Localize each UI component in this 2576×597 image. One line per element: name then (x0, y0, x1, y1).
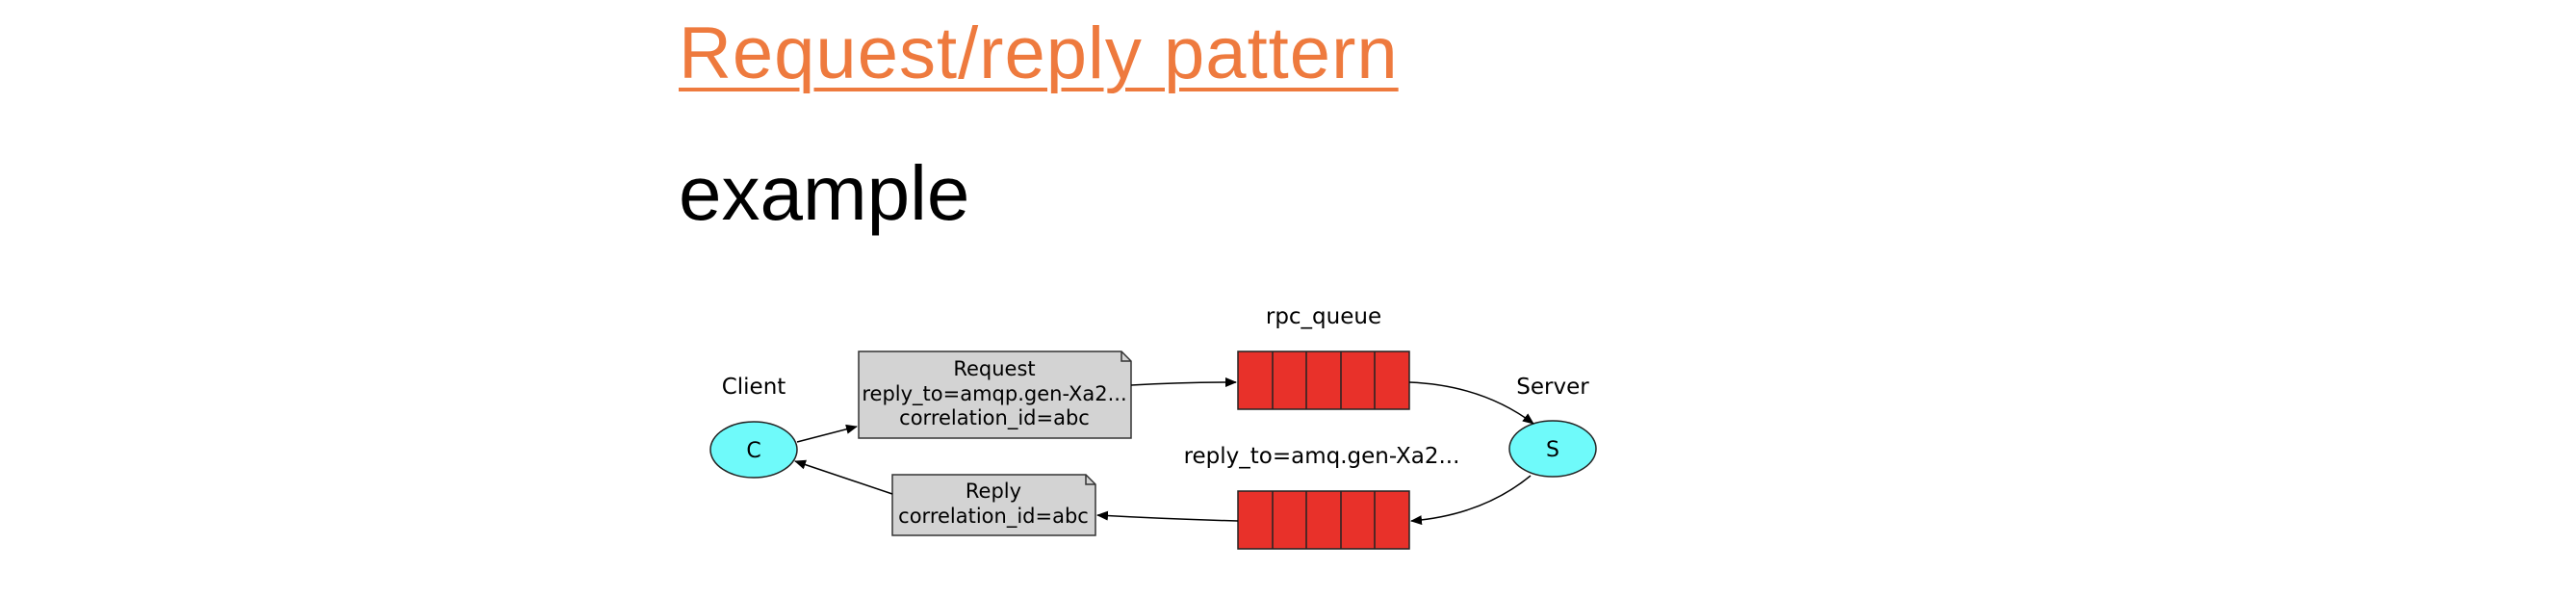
server-label: Server (1516, 375, 1589, 400)
request-message-box (858, 350, 1132, 439)
request-message-correlation: correlation_id=abc (899, 406, 1090, 430)
arrow-client-to-request (796, 424, 858, 443)
request-message-title: Request (953, 357, 1035, 380)
arrow-server-to-reply-queue (1410, 475, 1532, 526)
client-node (709, 421, 798, 479)
arrow-reply-queue-to-reply (1096, 510, 1239, 522)
reply-message-correlation: correlation_id=abc (898, 505, 1089, 529)
client-label: Client (722, 375, 786, 400)
reply-queue-label: reply_to=amq.gen-Xa2... (1184, 444, 1460, 469)
slide-subtitle: example (679, 150, 970, 236)
reply-message-box (891, 474, 1096, 536)
request-queue-label: rpc_queue (1266, 304, 1381, 329)
slide-title: Request/reply pattern (679, 13, 1399, 94)
request-message-reply-to: reply_to=amqp.gen-Xa2... (862, 382, 1126, 406)
arrow-queue-to-server (1408, 381, 1534, 425)
reply-message-title: Reply (966, 480, 1021, 503)
arrow-request-to-queue (1130, 377, 1237, 388)
server-node-letter: S (1546, 438, 1559, 462)
request-queue (1237, 350, 1410, 410)
client-node-letter: C (746, 439, 760, 463)
reply-queue (1237, 490, 1410, 550)
server-node (1508, 420, 1597, 478)
arrow-reply-to-client (794, 459, 893, 495)
